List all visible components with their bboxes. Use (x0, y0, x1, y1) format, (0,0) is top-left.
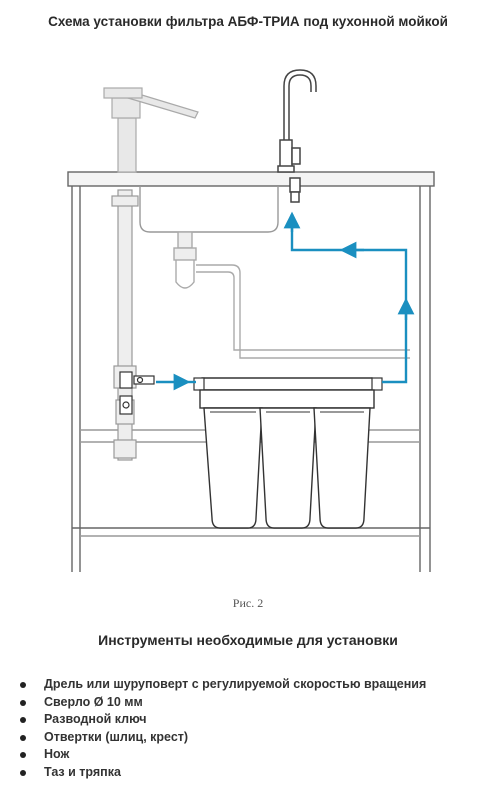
drain-siphon (173, 231, 410, 359)
filtered-water-line (156, 211, 415, 391)
installation-diagram (67, 69, 435, 572)
list-item: Таз и тряпка (18, 764, 426, 782)
list-item: Разводной ключ (18, 711, 426, 729)
list-item: Дрель или шуруповерт с регулируемой скор… (18, 676, 426, 694)
tools-list: Дрель или шуруповерт с регулируемой скор… (18, 676, 426, 781)
mixer-faucet (103, 87, 199, 173)
filtered-water-faucet (277, 69, 317, 203)
water-supply-pipe (111, 189, 139, 461)
tools-heading: Инструменты необходимые для установки (98, 632, 398, 648)
list-item: Сверло Ø 10 мм (18, 694, 426, 712)
page-title: Схема установки фильтра АБФ-ТРИА под кух… (48, 14, 448, 29)
kitchen-cabinet (67, 171, 435, 572)
sink-bowl (139, 186, 279, 233)
list-item: Отвертки (шлиц, крест) (18, 729, 426, 747)
list-item: Нож (18, 746, 426, 764)
tee-valve (119, 371, 155, 415)
figure-caption: Рис. 2 (232, 596, 264, 610)
filter-unit (193, 377, 383, 529)
